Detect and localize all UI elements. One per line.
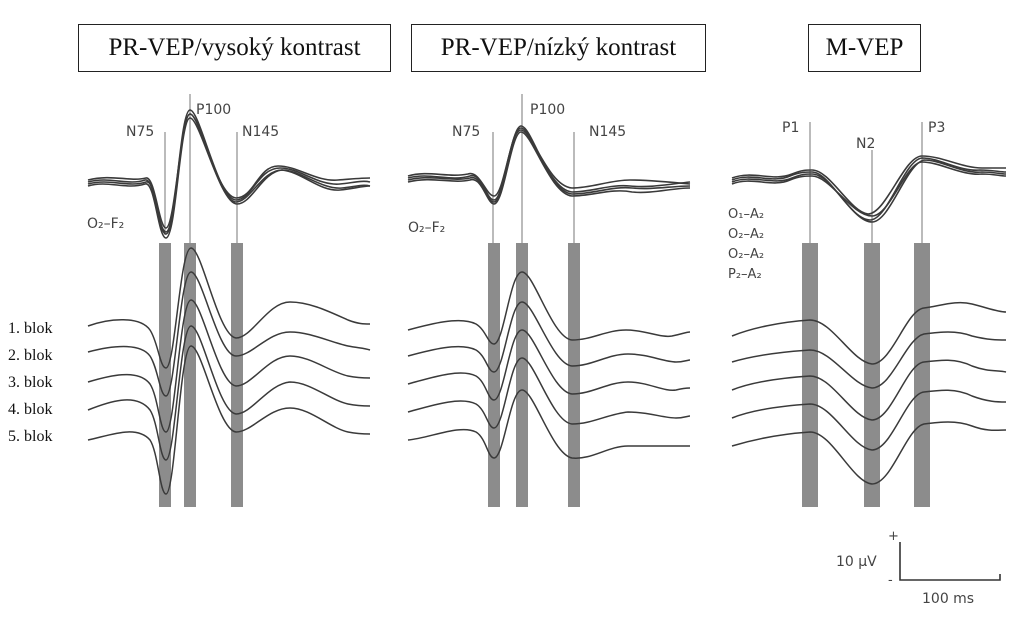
trace	[407, 129, 691, 197]
blok-2-trace	[407, 301, 691, 373]
p100-latency-bar	[184, 243, 196, 507]
blok-3-trace	[87, 299, 371, 433]
amplitude-scale-label: 10 µV	[836, 554, 877, 570]
blok-4-trace	[407, 357, 691, 429]
trace	[87, 113, 371, 235]
blok-label-3: 3. blok	[8, 374, 53, 391]
blok-label-5: 5. blok	[8, 428, 53, 445]
n75-latency-bar	[159, 243, 171, 507]
blok-label-1: 1. blok	[8, 320, 53, 337]
blok-4-trace	[87, 325, 371, 461]
blok-5-trace	[731, 421, 1007, 485]
n145-label: N145	[242, 124, 279, 140]
block-traces	[731, 301, 1007, 485]
n145-latency-bar	[231, 243, 243, 507]
derivation-label-3: O₂–A₂	[728, 247, 764, 262]
time-scale-label: 100 ms	[922, 591, 974, 607]
trace	[731, 159, 1007, 223]
panel-title-high-contrast: PR-VEP/vysoký kontrast	[78, 24, 391, 72]
p3-label: P3	[928, 120, 945, 136]
block-traces	[407, 271, 691, 459]
n2-latency-bar	[864, 243, 880, 507]
panel-low-contrast: N75 P100 N145 O₂–F₂	[407, 94, 691, 507]
n75-label: N75	[126, 124, 154, 140]
trace	[731, 155, 1006, 215]
n2-label: N2	[856, 136, 875, 152]
p1-latency-bar	[802, 243, 818, 507]
blok-3-trace	[731, 359, 1007, 421]
p100-label: P100	[196, 102, 231, 118]
blok-1-trace	[87, 247, 371, 369]
scale-plus-sign: +	[888, 529, 899, 544]
p1-label: P1	[782, 120, 799, 136]
blok-1-trace	[407, 271, 691, 345]
derivation-label: O₂–F₂	[87, 216, 124, 232]
blok-5-trace	[407, 389, 690, 459]
scale-bar: 10 µV + - 100 ms	[836, 529, 1001, 607]
p100-label: P100	[530, 102, 565, 118]
superimposed-traces	[87, 109, 371, 239]
blok-4-trace	[731, 389, 1007, 451]
trace	[407, 125, 691, 203]
trace	[731, 161, 1007, 217]
superimposed-traces	[731, 155, 1007, 223]
n75-label: N75	[452, 124, 480, 140]
scale-bar-lines	[899, 542, 1001, 581]
blok-5-trace	[87, 345, 371, 495]
n145-latency-bar	[568, 243, 580, 507]
derivation-label-4: P₂–A₂	[728, 267, 762, 282]
scale-minus-sign: -	[888, 573, 893, 588]
derivation-label-2: O₂–A₂	[728, 227, 764, 242]
panel-high-contrast: N75 P100 N145 O₂–F₂	[87, 94, 371, 507]
derivation-label: O₂–F₂	[408, 220, 445, 236]
trace	[731, 157, 1007, 221]
blok-2-trace	[87, 271, 371, 397]
derivation-label-1: O₁–A₂	[728, 207, 764, 222]
panel-title-low-contrast: PR-VEP/nízký kontrast	[411, 24, 706, 72]
panel-title-mvep: M-VEP	[808, 24, 921, 72]
blok-2-trace	[731, 331, 1007, 389]
blok-label-2: 2. blok	[8, 347, 53, 364]
blok-3-trace	[407, 329, 691, 401]
p3-latency-bar	[914, 243, 930, 507]
blok-1-trace	[731, 301, 1007, 365]
panel-mvep: P1 N2 P3 O₁–A₂ O₂–A₂ O₂–A₂ P₂–A₂	[728, 120, 1007, 507]
n75-latency-bar	[488, 243, 500, 507]
trace	[407, 127, 691, 201]
superimposed-traces	[407, 125, 691, 205]
n145-label: N145	[589, 124, 626, 140]
block-traces	[87, 247, 371, 495]
blok-label-4: 4. blok	[8, 401, 53, 418]
p100-latency-bar	[516, 243, 528, 507]
trace	[407, 131, 691, 205]
